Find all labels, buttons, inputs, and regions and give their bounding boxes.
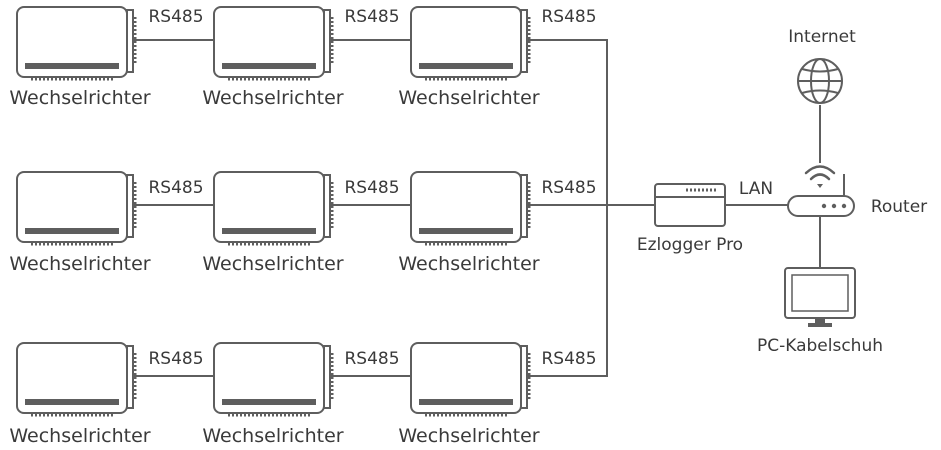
- rs485-label: RS485: [148, 349, 203, 369]
- inverter-icon: [15, 5, 137, 81]
- rs485-wire: [527, 39, 608, 205]
- inverter-icon: [15, 170, 137, 246]
- rs485-label: RS485: [541, 178, 596, 198]
- inverter: [409, 170, 531, 246]
- inverter-icon: [409, 5, 531, 81]
- rs485-label: RS485: [541, 7, 596, 27]
- inverter: [212, 170, 334, 246]
- inverter-icon: [212, 5, 334, 81]
- rs485-wire: [527, 205, 608, 377]
- rs485-label: RS485: [148, 178, 203, 198]
- inverter-label: Wechselrichter: [202, 87, 343, 109]
- inverter-row-2: Wechselrichter Wechselrichter Wechselric…: [9, 170, 597, 275]
- inverter-label: Wechselrichter: [9, 253, 150, 275]
- inverter: [15, 5, 137, 81]
- internet-label: Internet: [788, 27, 856, 47]
- inverter-icon: [409, 170, 531, 246]
- inverter-icon: [212, 170, 334, 246]
- inverter-label: Wechselrichter: [202, 425, 343, 447]
- inverter-label: Wechselrichter: [9, 425, 150, 447]
- internet-node: Internet: [788, 27, 856, 104]
- inverter-label: Wechselrichter: [398, 425, 539, 447]
- inverter-row-3: Wechselrichter Wechselrichter Wechselric…: [9, 341, 597, 447]
- rs485-label: RS485: [344, 7, 399, 27]
- inverter-icon: [15, 341, 137, 417]
- lan-label: LAN: [739, 179, 773, 199]
- rs485-label: RS485: [344, 349, 399, 369]
- wiring: [133, 39, 821, 377]
- globe-icon: [797, 58, 843, 104]
- inverter: [212, 341, 334, 417]
- rs485-label: RS485: [344, 178, 399, 198]
- router-label: Router: [871, 197, 927, 217]
- inverter: [15, 341, 137, 417]
- router-device: Router: [787, 165, 927, 217]
- inverter: [212, 5, 334, 81]
- inverter-icon: [409, 341, 531, 417]
- inverter-icon: [212, 341, 334, 417]
- inverter-row-1: Wechselrichter Wechselrichter Wechselric…: [9, 5, 597, 109]
- rs485-label: RS485: [541, 349, 596, 369]
- inverter-label: Wechselrichter: [398, 253, 539, 275]
- inverter-label: Wechselrichter: [398, 87, 539, 109]
- inverter-label: Wechselrichter: [202, 253, 343, 275]
- pc-device: PC-Kabelschuh: [757, 267, 883, 356]
- router-icon: [787, 174, 855, 217]
- rs485-label: RS485: [148, 7, 203, 27]
- ezlogger-device: Ezlogger Pro LAN: [637, 179, 773, 255]
- ezlogger-label: Ezlogger Pro: [637, 235, 743, 255]
- inverter: [409, 341, 531, 417]
- wifi-icon: [804, 165, 836, 188]
- inverter-label: Wechselrichter: [9, 87, 150, 109]
- inverter: [15, 170, 137, 246]
- ezlogger-icon: [654, 183, 726, 227]
- inverter: [409, 5, 531, 81]
- monitor-icon: [784, 267, 856, 327]
- pc-label: PC-Kabelschuh: [757, 336, 883, 356]
